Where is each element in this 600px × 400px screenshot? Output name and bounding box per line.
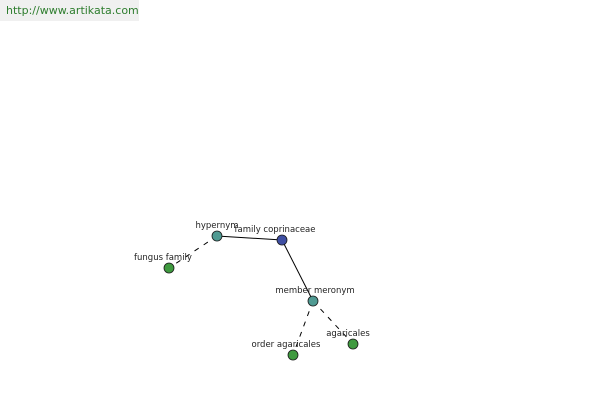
node-label-rel-hypernym: hypernym [195, 221, 238, 231]
edge-rel-member-meronym-to-leaf-agaricales [312, 300, 354, 345]
edge-rel-hypernym-to-leaf-fungus-family [168, 235, 218, 269]
node-leaf-agaricales[interactable] [347, 338, 359, 350]
node-leaf-fungus-family[interactable] [163, 262, 175, 274]
node-label-center: family coprinaceae [235, 225, 316, 235]
node-center[interactable] [276, 234, 288, 246]
node-label-leaf-order-agaricales: order agaricales [252, 340, 322, 350]
node-leaf-order-agaricales[interactable] [287, 349, 299, 361]
edge-center-to-rel-hypernym [216, 235, 283, 241]
node-label-leaf-agaricales: agaricales [326, 329, 370, 339]
edge-center-to-rel-member-meronym [281, 239, 314, 302]
node-rel-hypernym[interactable] [211, 230, 223, 242]
node-rel-member-meronym[interactable] [307, 295, 319, 307]
graph-edges [168, 235, 354, 356]
node-label-leaf-fungus-family: fungus family [134, 253, 192, 263]
graph-nodes [163, 230, 359, 361]
source-url-link[interactable]: http://www.artikata.com [0, 0, 139, 21]
node-label-rel-member-meronym: member meronym [275, 286, 354, 296]
edge-rel-member-meronym-to-leaf-order-agaricales [292, 300, 314, 356]
